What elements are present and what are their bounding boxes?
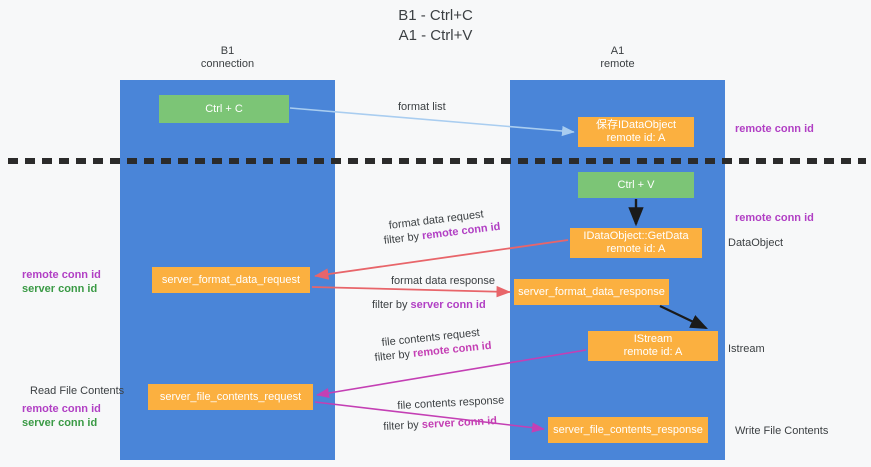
- filter-by-text-2: filter by: [372, 299, 411, 311]
- arrow-label-filter-server-conn-id-1: filter by server conn id: [372, 298, 486, 312]
- arrow-label-format-list-text: format list: [398, 101, 446, 113]
- side-label-remote-conn-id-left-1: remote conn id: [22, 269, 101, 281]
- title-line-2: A1 - Ctrl+V: [398, 27, 473, 44]
- side-label-write-file-contents: Write File Contents: [735, 425, 829, 437]
- arrow-label-file-contents-response: file contents response: [397, 393, 505, 413]
- side-label-server-conn-id-left-2: server conn id: [22, 417, 98, 429]
- box-idataobject-getdata-line2: remote id: A: [606, 243, 666, 255]
- box-save-idataobject-line2: remote id: A: [606, 132, 666, 144]
- box-server-format-data-request[interactable]: server_format_data_request: [152, 267, 310, 293]
- lane-header-b1-role: connection: [200, 58, 255, 70]
- server-conn-id-text-1: server conn id: [410, 299, 486, 311]
- arrow-label-format-data-response: format data response: [391, 274, 495, 288]
- box-server-file-contents-response[interactable]: server_file_contents_response: [548, 417, 708, 443]
- server-conn-id-text-2: server conn id: [421, 415, 498, 431]
- box-server-format-data-request-label: server_format_data_request: [161, 273, 301, 286]
- side-label-server-conn-id-left-1: server conn id: [22, 283, 98, 295]
- filter-by-text-3: filter by: [374, 347, 414, 364]
- side-label-remote-conn-id-left-2: remote conn id: [22, 403, 101, 415]
- box-ctrl-v[interactable]: Ctrl + V: [578, 172, 694, 198]
- lane-header-b1: B1 connection: [120, 45, 335, 71]
- side-label-conn-ids-upper: remote conn id server conn id: [22, 268, 101, 296]
- arrow-label-file-contents-response-text: file contents response: [397, 394, 505, 412]
- box-save-idataobject-line1: 保存IDataObject: [595, 119, 677, 131]
- box-ctrl-v-label: Ctrl + V: [617, 178, 655, 191]
- lane-header-a1-role: remote: [600, 58, 635, 70]
- lane-header-a1: A1 remote: [510, 45, 725, 71]
- box-istream-line1: IStream: [633, 333, 673, 345]
- box-istream-label: IStream remote id: A: [624, 333, 683, 359]
- box-ctrl-c-label: Ctrl + C: [205, 102, 243, 115]
- box-idataobject-getdata-line1: IDataObject::GetData: [583, 230, 689, 242]
- box-idataobject-getdata[interactable]: IDataObject::GetData remote id: A: [570, 228, 702, 258]
- lane-header-a1-name: A1: [610, 45, 625, 57]
- box-save-idataobject[interactable]: 保存IDataObject remote id: A: [578, 117, 694, 147]
- arrow-label-format-data-response-text: format data response: [391, 275, 495, 287]
- side-label-remote-conn-id-top: remote conn id: [735, 123, 814, 135]
- side-label-remote-conn-id-mid: remote conn id: [735, 212, 814, 224]
- lane-header-b1-name: B1: [220, 45, 235, 57]
- box-server-file-contents-request-label: server_file_contents_request: [159, 390, 302, 403]
- title-line-1: B1 - Ctrl+C: [398, 7, 473, 24]
- side-label-read-file-contents: Read File Contents: [30, 385, 125, 397]
- box-server-file-contents-request[interactable]: server_file_contents_request: [148, 384, 313, 410]
- filter-by-text-1: filter by: [383, 230, 423, 247]
- arrow-label-format-list: format list: [398, 100, 446, 114]
- side-label-conn-ids-lower: remote conn id server conn id: [22, 402, 101, 430]
- box-server-format-data-response[interactable]: server_format_data_response: [514, 279, 669, 305]
- filter-by-text-4: filter by: [383, 418, 423, 433]
- diagram-title: B1 - Ctrl+C A1 - Ctrl+V: [0, 6, 871, 46]
- side-label-dataobject: DataObject: [728, 237, 784, 249]
- box-save-idataobject-label: 保存IDataObject remote id: A: [596, 119, 676, 145]
- arrow-label-filter-server-conn-id-2: filter by server conn id: [383, 414, 497, 434]
- box-istream-line2: remote id: A: [623, 346, 683, 358]
- side-label-istream: Istream: [728, 343, 765, 355]
- box-server-format-data-response-label: server_format_data_response: [518, 285, 665, 298]
- box-server-file-contents-response-label: server_file_contents_response: [553, 423, 703, 436]
- box-idataobject-getdata-label: IDataObject::GetData remote id: A: [583, 230, 688, 256]
- box-istream[interactable]: IStream remote id: A: [588, 331, 718, 361]
- box-ctrl-c[interactable]: Ctrl + C: [159, 95, 289, 123]
